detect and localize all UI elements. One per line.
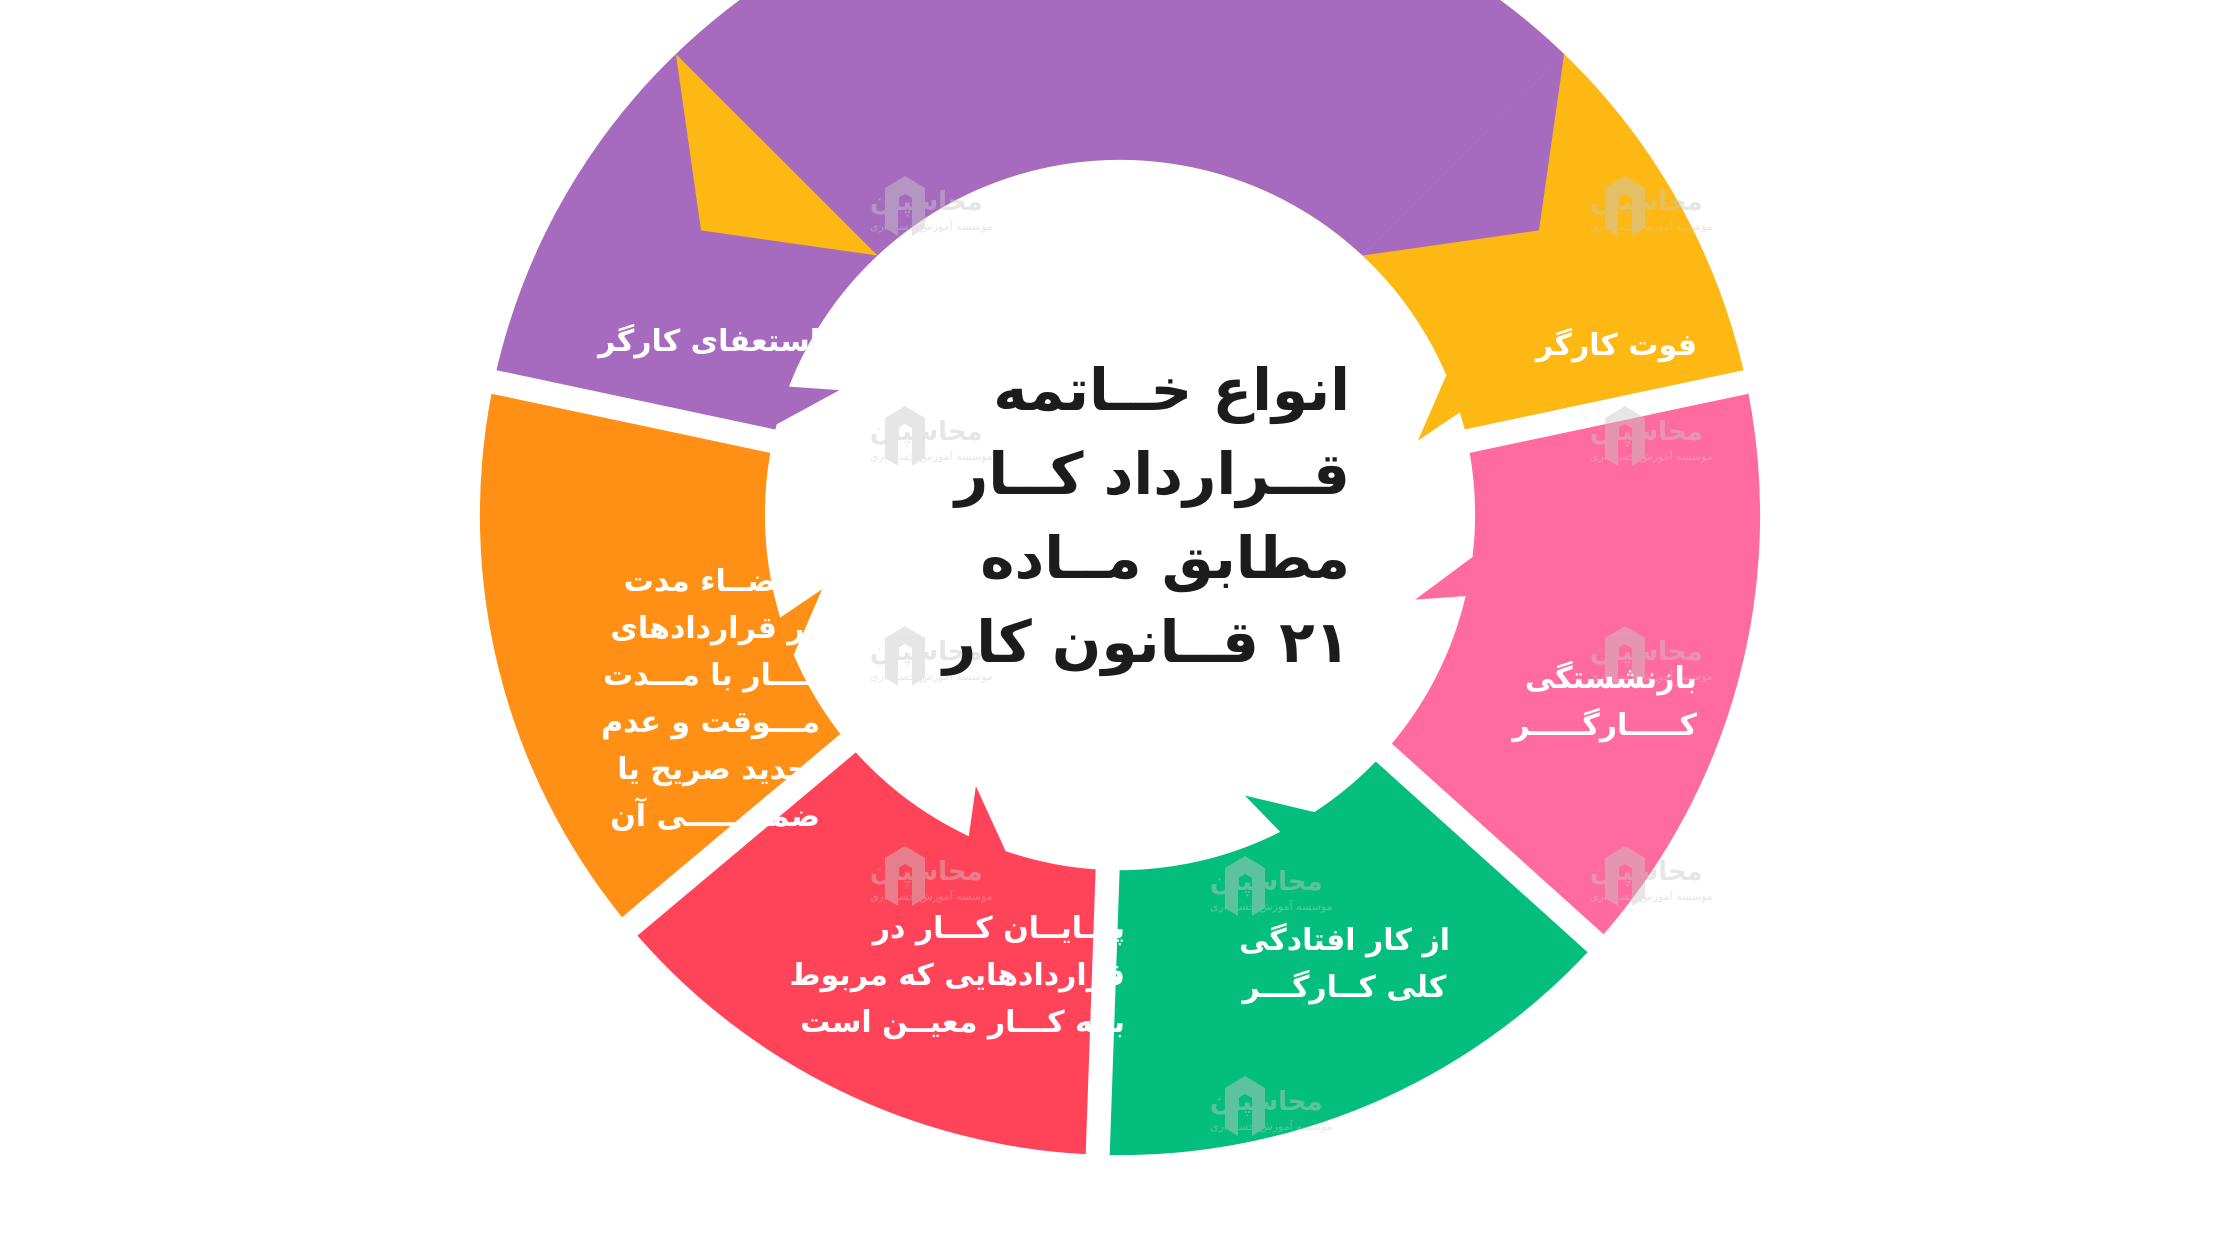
segment-arrow-tip-resignation (1362, 54, 1565, 256)
watermark-tagline: موسسه آموزش حسابداری (1590, 219, 1713, 233)
watermark-logo-icon (1605, 406, 1645, 466)
watermark: محاسپان موسسه آموزش حسابداری (1590, 406, 1713, 466)
segment-specific-work (637, 752, 1096, 1155)
watermark: محاسپان موسسه آموزش حسابداری (870, 406, 993, 466)
watermark-logo-icon (885, 846, 925, 906)
watermark-tagline: موسسه آموزش حسابداری (870, 889, 993, 903)
watermark-logo-icon (885, 176, 925, 236)
watermark-tagline: موسسه آموزش حسابداری (1590, 889, 1713, 903)
center-title-line-3: مطابق مــاده (980, 524, 1350, 592)
watermark-brand: محاسپان (1590, 637, 1703, 667)
segment-label-resignation: استعفای کارگر (598, 318, 820, 365)
segment-label-line: فوت کارگر (1535, 328, 1697, 363)
watermark-brand: محاسپان (1210, 1087, 1323, 1117)
watermark-logo-icon (885, 626, 925, 686)
watermark-tagline: موسسه آموزش حسابداری (1590, 449, 1713, 463)
segment-label-line: کـــــارگـــــر (1512, 708, 1697, 743)
segment-label-disability: از کار افتادگی کلی کــارگـــر (1239, 917, 1450, 1011)
watermark: محاسپان موسسه آموزش حسابداری (1210, 1076, 1333, 1136)
watermark-tagline: موسسه آموزش حسابداری (870, 219, 993, 233)
watermark-logo-icon (1605, 626, 1645, 686)
segment-term-expiry (479, 393, 841, 918)
segment-label-term-expiry: انقضــاء مدت در قراردادهای کـــار با مـــد… (601, 558, 820, 840)
segment-label-line: استعفای کارگر (598, 324, 820, 359)
segment-label-line: تجدید صریح یا (617, 752, 820, 787)
ring-segments (479, 0, 1761, 1156)
watermark-brand: محاسپان (870, 417, 983, 447)
center-title-line-1: انواع خــاتمه (993, 356, 1350, 424)
segment-label-line: از کار افتادگی (1238, 923, 1450, 958)
watermark-brand: محاسپان (870, 857, 983, 887)
segment-label-line: کلی کــارگـــر (1242, 970, 1447, 1005)
watermark: محاسپان موسسه آموزش حسابداری (870, 176, 993, 236)
watermark-tagline: موسسه آموزش حسابداری (870, 669, 993, 683)
segment-label-line: بــه کـــار معیــن است (800, 1005, 1125, 1040)
segment-label-line: بازنشستگی (1524, 661, 1697, 696)
watermark-brand: محاسپان (1210, 867, 1323, 897)
center-disc (817, 212, 1423, 818)
watermark: محاسپان موسسه آموزش حسابداری (870, 846, 993, 906)
watermark-brand: محاسپان (870, 187, 983, 217)
segment-retirement (1391, 393, 1761, 935)
center-title-line-4: ۲۱ قــانون کار (942, 608, 1350, 676)
watermark-logo-icon (1605, 176, 1645, 236)
watermark-brand: محاسپان (1590, 187, 1703, 217)
watermark-brand: محاسپان (870, 637, 983, 667)
watermarks: محاسپان موسسه آموزش حسابداری محاسپان موسسه … (870, 176, 1713, 1136)
watermark: محاسپان موسسه آموزش حسابداری (1210, 856, 1333, 916)
segment-label-line: انقضــاء مدت (623, 564, 820, 599)
watermark-brand: محاسپان (1590, 417, 1703, 447)
watermark-logo-icon (1225, 856, 1265, 916)
segment-label-line: قراردادهایی که مربوط (789, 958, 1125, 993)
watermark-tagline: موسسه آموزش حسابداری (1210, 1119, 1333, 1133)
segment-label-line: پـــایــان کـــار در (872, 911, 1125, 946)
segment-resignation (496, 0, 1565, 430)
segment-label-retirement: بازنشستگی کـــــارگـــــر (1512, 655, 1697, 749)
segment-label-specific-work: پـــایــان کـــار در قراردادهایی که مربوط… (789, 905, 1125, 1046)
segment-label-line: مـــوقت و عدم (601, 705, 820, 740)
watermark-tagline: موسسه آموزش حسابداری (1590, 669, 1713, 683)
watermark: محاسپان موسسه آموزش حسابداری (1590, 176, 1713, 236)
watermark-logo-icon (1225, 1076, 1265, 1136)
segment-label-line: ضمنـــــــی آن (610, 799, 820, 834)
watermark: محاسپان موسسه آموزش حسابداری (1590, 626, 1713, 686)
center-title-line-2: قــرارداد کــار (954, 440, 1350, 508)
watermark-logo-icon (885, 406, 925, 466)
segment-arrow-tip-death (675, 54, 878, 256)
watermark: محاسپان موسسه آموزش حسابداری (870, 626, 993, 686)
segment-label-line: کـــار با مـــدت (603, 658, 820, 693)
segment-disability (1109, 761, 1588, 1156)
watermark-tagline: موسسه آموزش حسابداری (1210, 899, 1333, 913)
watermark-brand: محاسپان (1590, 857, 1703, 887)
watermark-logo-icon (1605, 846, 1645, 906)
segment-label-death: فوت کارگر (1536, 322, 1697, 369)
watermark: محاسپان موسسه آموزش حسابداری (1590, 846, 1713, 906)
center-title: انواع خــاتمه قــرارداد کــار مطابق مــا… (930, 348, 1350, 684)
segment-label-line: در قراردادهای (610, 611, 820, 646)
watermark-tagline: موسسه آموزش حسابداری (870, 449, 993, 463)
